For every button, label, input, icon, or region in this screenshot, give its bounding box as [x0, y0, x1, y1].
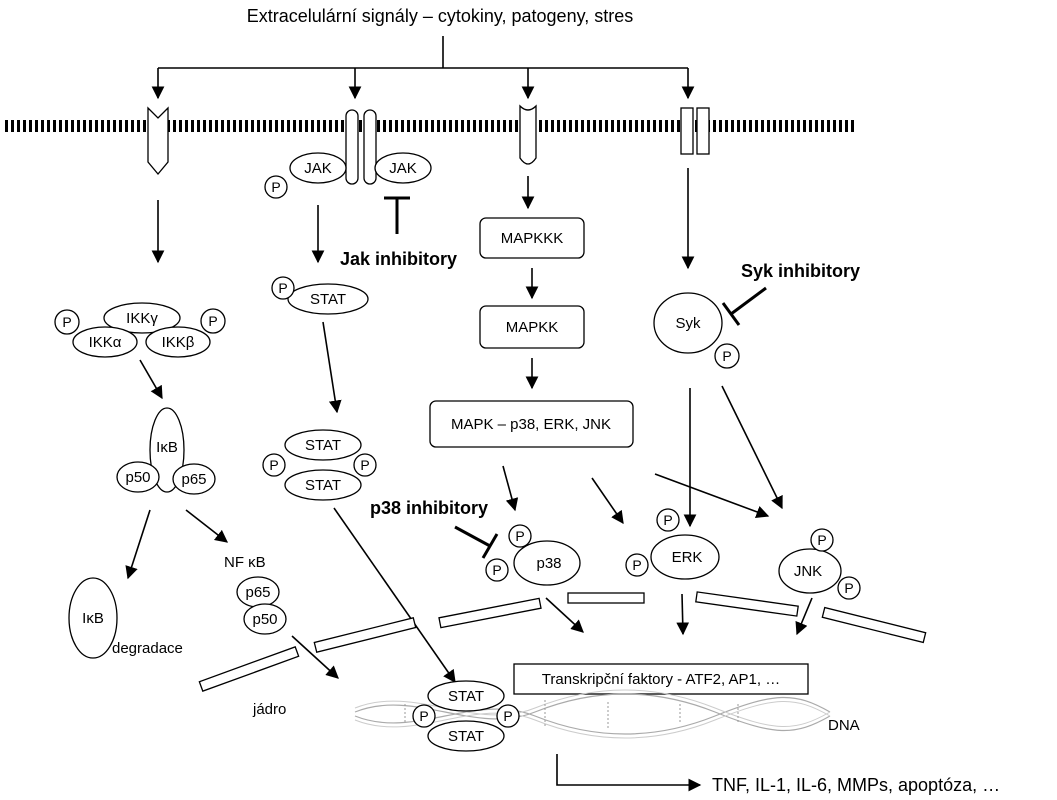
- erk-kinase: ERK P P: [625, 508, 720, 580]
- receptor-syk: [680, 107, 710, 155]
- p65-label: p65: [181, 471, 206, 488]
- mapkk-box: MAPKK: [479, 305, 585, 349]
- receptor-mapk: [519, 104, 537, 165]
- stat-phospho-label: P: [278, 280, 287, 296]
- jak-phospho: P: [264, 175, 288, 199]
- p38-inhibitor-label: p38 inhibitory: [370, 498, 488, 518]
- stat-dimer-bottom-label: STAT: [305, 477, 341, 494]
- stat-dimer-phospho-left: P: [269, 457, 278, 473]
- stat-dna-phospho-right: P: [503, 708, 512, 724]
- ikk-phospho-left: P: [62, 314, 71, 330]
- stat-dimer-phospho-right: P: [360, 457, 369, 473]
- nuclear-membrane: [198, 591, 927, 692]
- stat-dimer: STAT STAT P P: [262, 429, 377, 501]
- syk-kinase: Syk P: [653, 292, 740, 369]
- syk-label: Syk: [675, 315, 701, 332]
- syk-inhibitor-symbol: [721, 286, 767, 326]
- jak-inhibitor-symbol: [384, 196, 410, 234]
- receptor-jak-dimer: [345, 109, 377, 185]
- nfkb-label: NF κB: [224, 554, 266, 571]
- mapk-box: MAPK – p38, ERK, JNK: [429, 400, 634, 448]
- ikb-degraded: IκB: [68, 577, 118, 659]
- jnk-phospho-right: P: [844, 580, 853, 596]
- ikk-gamma-label: IKKγ: [126, 310, 158, 327]
- stat-dna-top-label: STAT: [448, 688, 484, 705]
- jak-left: JAK: [289, 152, 347, 184]
- nfkb-p65-label: p65: [245, 584, 270, 601]
- syk-inhibitor-label: Syk inhibitory: [741, 261, 860, 281]
- jnk-label: JNK: [794, 563, 822, 580]
- stat-dna-bottom-label: STAT: [448, 728, 484, 745]
- erk-phospho-left: P: [632, 557, 641, 573]
- mapkk-label: MAPKK: [506, 319, 559, 336]
- erk-phospho-top: P: [663, 512, 672, 528]
- ikb-label: IκB: [156, 439, 178, 456]
- syk-phospho-label: P: [722, 348, 731, 364]
- p38-kinase: p38 P P: [485, 524, 581, 586]
- ikb-degraded-label: IκB: [82, 610, 104, 627]
- p38-inhibitor-symbol: [454, 525, 499, 559]
- jak-left-label: JAK: [304, 160, 332, 177]
- mapkkk-box: MAPKKK: [479, 217, 585, 259]
- stat-dimer-top-label: STAT: [305, 437, 341, 454]
- jak-right: JAK: [374, 152, 432, 184]
- ikb-nfkb-complex: IκB p50 p65: [116, 407, 216, 495]
- jnk-kinase: JNK P P: [778, 528, 861, 600]
- nfkb-p50-label: p50: [252, 611, 277, 628]
- transcription-factors-label: Transkripční faktory - ATF2, AP1, …: [542, 671, 780, 688]
- dna-helix: [354, 689, 831, 739]
- output-label: TNF, IL-1, IL-6, MMPs, apoptóza, …: [712, 775, 1000, 795]
- erk-label: ERK: [672, 549, 703, 566]
- stat-dna-phospho-left: P: [419, 708, 428, 724]
- p50-label: p50: [125, 469, 150, 486]
- degradation-label: degradace: [112, 640, 183, 657]
- receptor-chevron: [147, 106, 169, 176]
- jak-right-label: JAK: [389, 160, 417, 177]
- jak-phospho-label: P: [271, 179, 280, 195]
- mapkkk-label: MAPKKK: [501, 230, 564, 247]
- diagram-title: Extracelulární signály – cytokiny, patog…: [247, 6, 634, 26]
- p38-phospho-left: P: [492, 562, 501, 578]
- p38-label: p38: [536, 555, 561, 572]
- ikk-alpha-label: IKKα: [89, 334, 122, 351]
- signal-distribution-arrows: [151, 36, 695, 100]
- transcription-factors-box: Transkripční faktory - ATF2, AP1, …: [513, 663, 809, 695]
- p38-phospho-top: P: [515, 528, 524, 544]
- dna-label: DNA: [828, 717, 860, 734]
- jnk-phospho-top: P: [817, 532, 826, 548]
- mapk-label: MAPK – p38, ERK, JNK: [451, 416, 611, 433]
- stat-label: STAT: [310, 291, 346, 308]
- ikk-phospho-right: P: [208, 313, 217, 329]
- ikk-complex: IKKγ IKKα IKKβ P P: [54, 302, 226, 358]
- stat-dimer-dna: STAT STAT P P: [412, 680, 520, 752]
- nfkb-dimer: p65 p50: [236, 576, 287, 635]
- stat-phospho: STAT P: [271, 276, 369, 315]
- nucleus-label: jádro: [252, 701, 286, 718]
- ikk-beta-label: IKKβ: [162, 334, 195, 351]
- jak-inhibitor-label: Jak inhibitory: [340, 249, 457, 269]
